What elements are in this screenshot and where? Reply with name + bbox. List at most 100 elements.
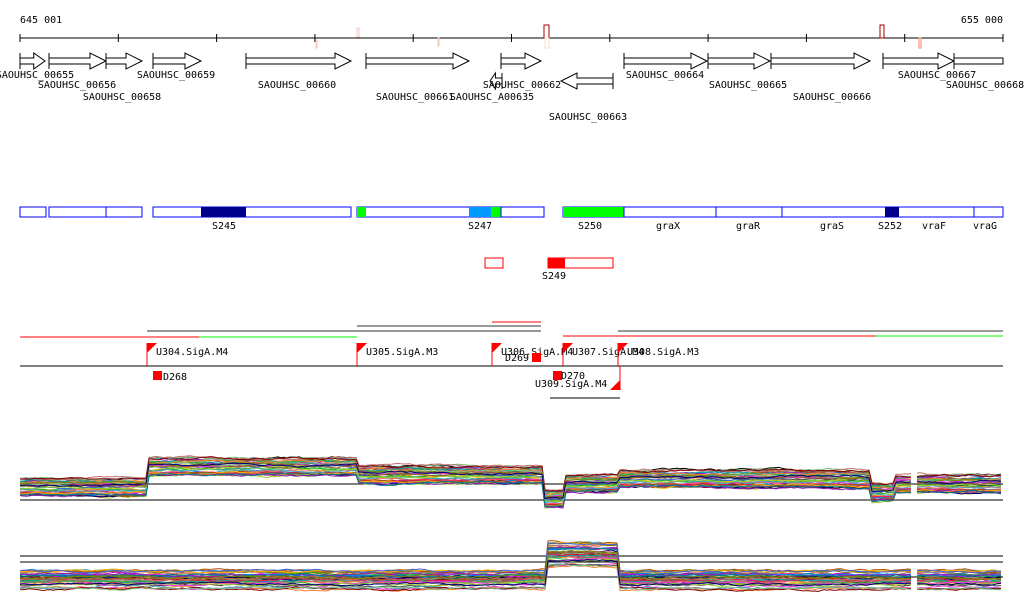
forward-gene-arrow-icon [245,52,353,70]
expression-tracks [19,455,1003,593]
terminator-D270[interactable]: D270 [553,371,585,382]
gene-SAOUHSC_00665[interactable]: SAOUHSC_00665 [707,52,787,91]
promoter-label: U308.SigA.M3 [627,347,699,358]
promoter-label: U306.SigA.M4 [501,347,573,358]
region-highlight[interactable] [469,207,491,217]
region-label: graS [820,221,844,232]
region-box[interactable] [356,206,545,218]
promoter-flag-icon [357,343,367,353]
gene-label: SAOUHSC_00662 [483,80,561,91]
promoter-U304.SigA.M4[interactable]: U304.SigA.M4 [146,343,228,366]
gene-SAOUHSC_00664[interactable]: SAOUHSC_00664 [623,52,709,81]
expression-profile-line [19,456,1002,492]
gene-SAOUHSC_A00635[interactable]: SAOUHSC_A00635 [450,71,534,103]
terminator-icon [532,353,541,362]
forward-gene-arrow-icon [770,52,872,70]
promoter-U309.SigA.M4[interactable]: U309.SigA.M4 [535,366,621,390]
forward-gene-arrow-icon [105,52,144,70]
gene-SAOUHSC_00655[interactable]: SAOUHSC_00655 [0,52,74,81]
region-highlight[interactable] [201,207,246,217]
promoter-U308.SigA.M3[interactable]: U308.SigA.M3 [617,343,699,366]
forward-gene-arrow-icon [707,52,772,70]
region-label: S245 [212,221,236,232]
expression-profile-line [19,540,1002,574]
ruler-marker [543,24,550,39]
promoter-label: U305.SigA.M3 [366,347,438,358]
gene-SAOUHSC_00660[interactable]: SAOUHSC_00660 [245,52,353,91]
gene-label: SAOUHSC_00665 [709,80,787,91]
terminator-label: D269 [505,353,529,364]
region-label: S250 [578,221,602,232]
terminator-label: D268 [163,372,187,383]
region-box[interactable] [19,206,47,218]
promoter-flag-icon [610,380,620,390]
promoter-flag-icon [618,343,628,353]
forward-gene-arrow-icon [365,52,471,70]
promoter-flag-icon [563,343,573,353]
terminator-D269[interactable]: D269 [505,353,541,364]
promoter-track: U304.SigA.M4 U305.SigA.M3 U306.SigA.M4U307… [20,321,1003,399]
expression-profile-line [19,549,1002,581]
forward-gene-arrow-icon [48,52,108,70]
promoter-U307.SigA.M4[interactable]: U307.SigA.M4 [562,343,644,366]
gene-label: SAOUHSC_00655 [0,70,74,81]
forward-gene-arrow-icon [623,52,709,70]
expression-profile-line [19,559,1002,587]
expression-profile-line [19,541,1001,574]
region-label: vraG [973,221,997,232]
promoter-flag-icon [492,343,502,353]
promoter-U306.SigA.M4[interactable]: U306.SigA.M4 [491,343,573,366]
terminator-label: D270 [561,371,585,382]
forward-gene-arrow-icon [500,52,543,70]
expression-profile-line [19,468,1002,503]
terminator-icon [153,371,162,380]
region-label: graX [656,221,680,232]
region-label: vraF [922,221,946,232]
promoter-U305.SigA.M3[interactable]: U305.SigA.M3 [356,343,438,366]
gene-SAOUHSC_00659[interactable]: SAOUHSC_00659 [137,52,215,81]
gene-track: SAOUHSC_00655SAOUHSC_00656SAOUHSC_00658S… [0,52,1024,123]
gene-label: SAOUHSC_00668 [946,80,1024,91]
ruler-marker [315,39,318,49]
antisense-highlight[interactable] [548,258,565,268]
gene-label: SAOUHSC_00658 [83,92,161,103]
gene-SAOUHSC_00668[interactable]: SAOUHSC_00668 [946,53,1024,91]
region-highlight[interactable] [357,207,366,217]
gene-label: SAOUHSC_00667 [898,70,976,81]
gene-SAOUHSC_00661[interactable]: SAOUHSC_00661 [365,52,471,103]
forward-gene-arrow-icon [19,52,46,70]
region-box[interactable] [562,206,1004,218]
expression-profile-line [19,541,1002,575]
region-highlight[interactable] [491,207,501,217]
reverse-gene-arrow-icon [559,72,614,90]
reverse-gene-arrow-icon [489,71,503,91]
gene-label: SAOUHSC_00666 [793,92,871,103]
gene-label: SAOUHSC_00661 [376,92,454,103]
forward-gene-arrow-icon [953,53,1004,69]
gene-SAOUHSC_00666[interactable]: SAOUHSC_00666 [770,52,872,103]
expression-profile-line [19,472,1002,507]
expression-profile-line [19,563,1002,591]
terminator-D268[interactable]: D268 [153,371,187,383]
region-box[interactable] [152,206,352,218]
forward-gene-arrow-icon [152,52,203,70]
gene-SAOUHSC_00656[interactable]: SAOUHSC_00656 [38,52,116,91]
promoter-flag-icon [147,343,157,353]
promoter-label: U304.SigA.M4 [156,347,228,358]
ruler-marker [437,37,440,47]
ruler-marker [544,37,550,49]
ruler-start-label: 645 001 [20,15,62,26]
region-highlight[interactable] [563,207,624,217]
gene-label: SAOUHSC_00660 [258,80,336,91]
gene-SAOUHSC_00667[interactable]: SAOUHSC_00667 [882,52,976,81]
region-highlight[interactable] [885,207,899,217]
forward-gene-arrow-icon [882,52,956,70]
gene-label: SAOUHSC_00663 [549,112,627,123]
gene-SAOUHSC_00662[interactable]: SAOUHSC_00662 [483,52,561,91]
region-box[interactable] [48,206,143,218]
gene-SAOUHSC_00663[interactable]: SAOUHSC_00663 [549,72,627,123]
antisense-box[interactable] [484,257,504,269]
expression-profile-line [20,462,1002,500]
gene-SAOUHSC_00658[interactable]: SAOUHSC_00658 [83,52,161,103]
